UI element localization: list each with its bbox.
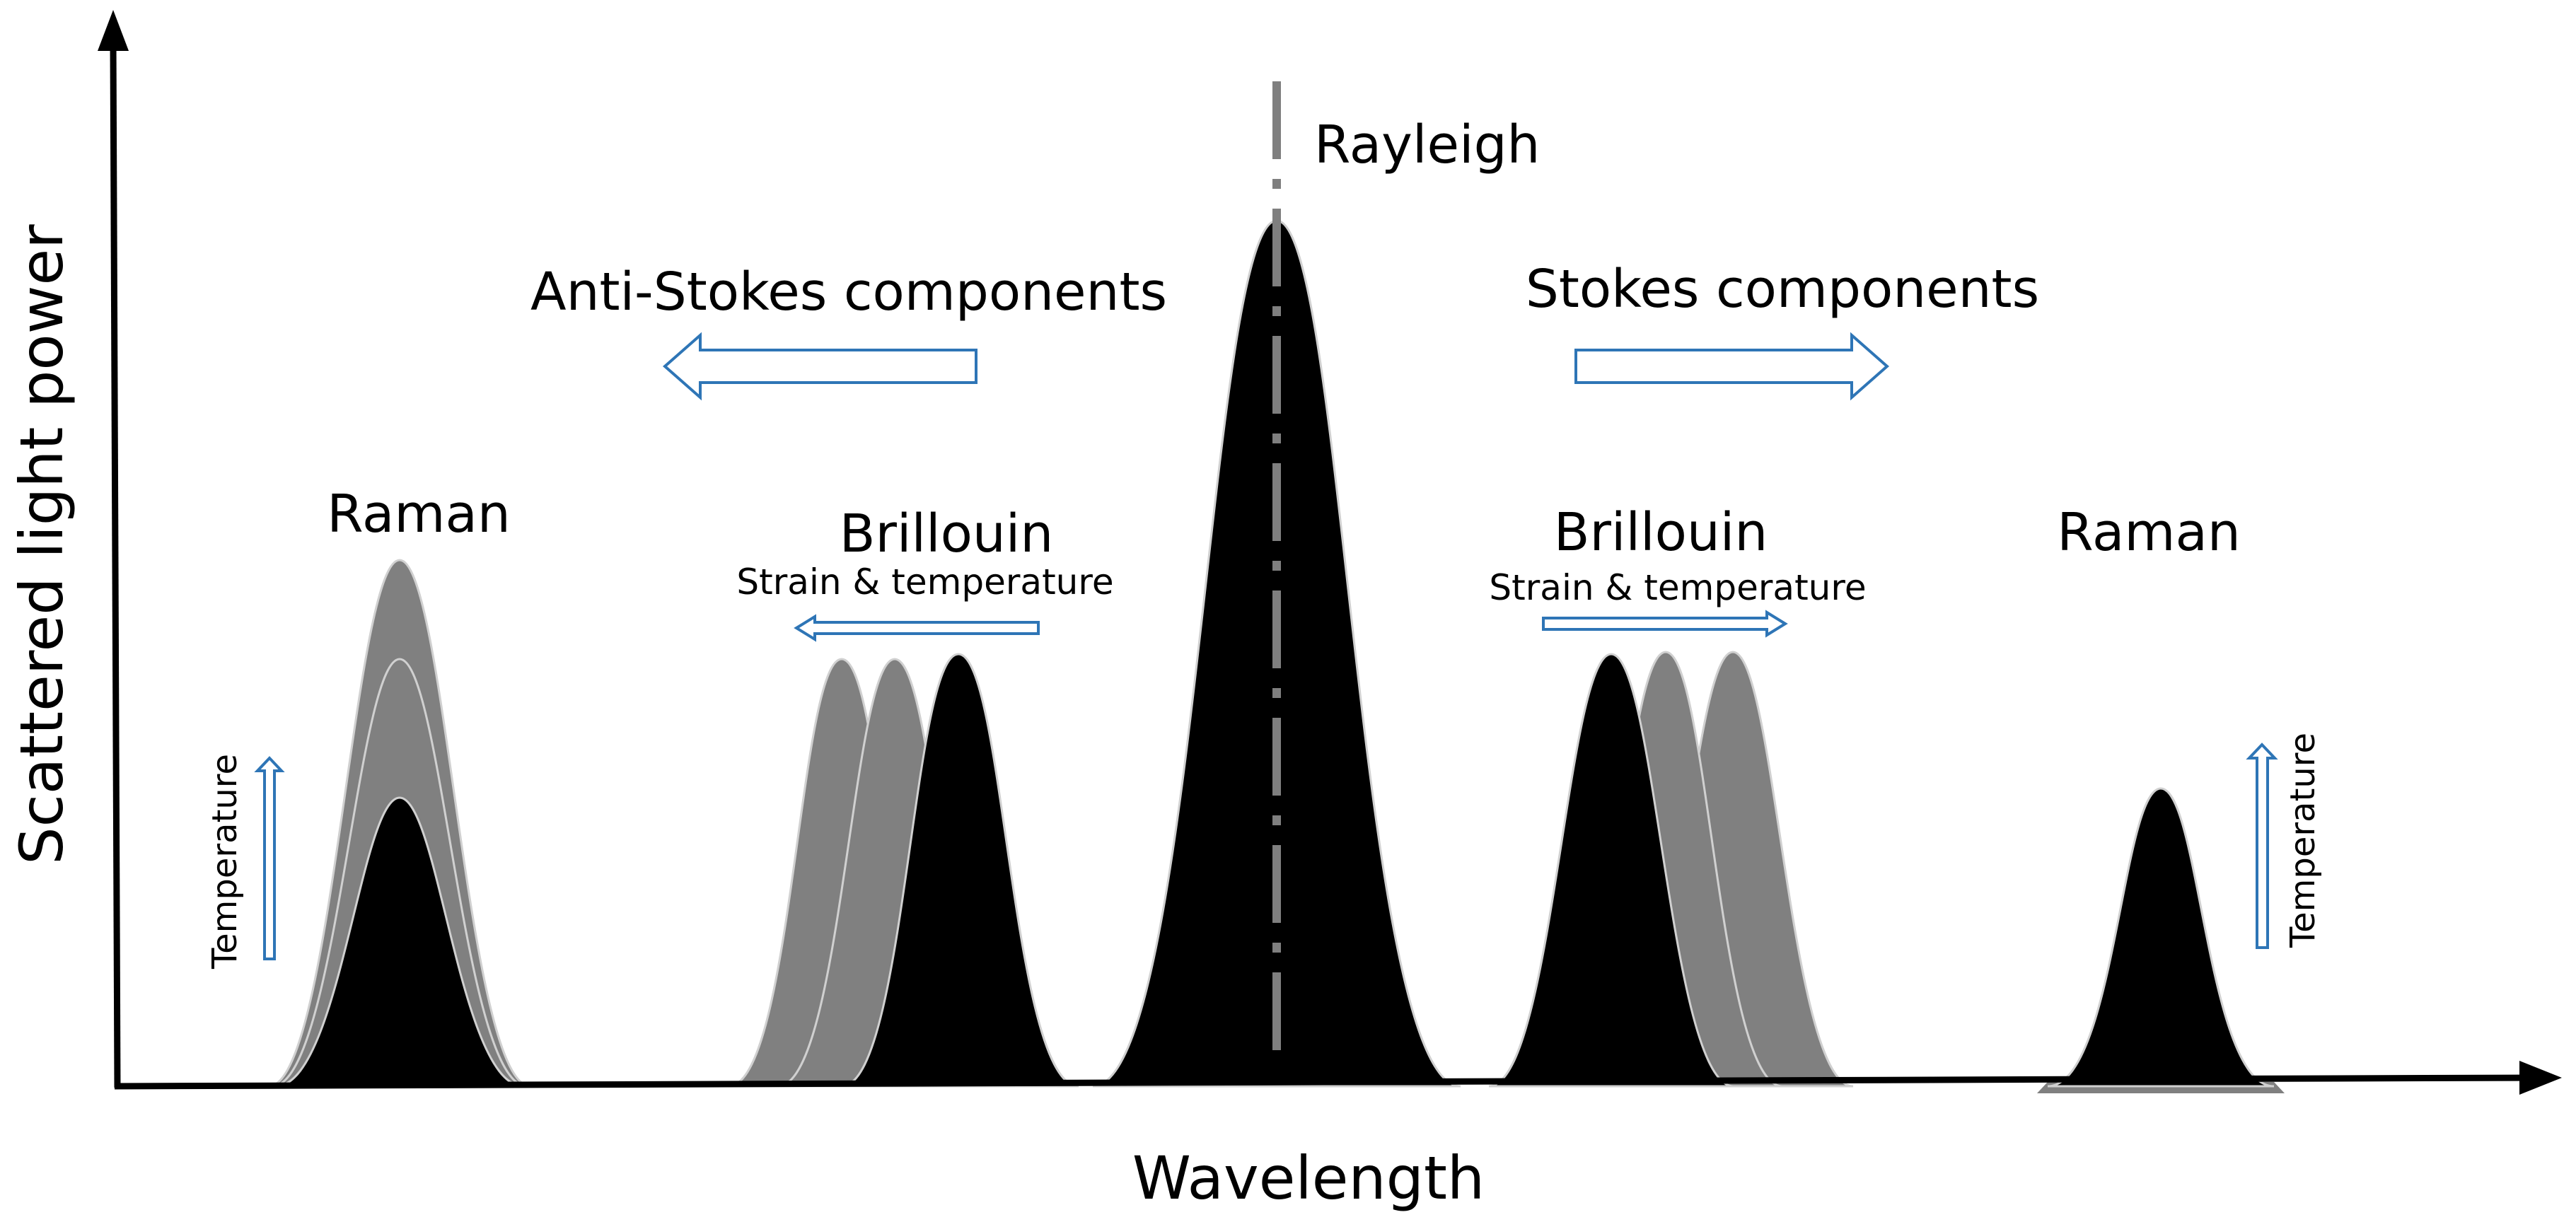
stokes-label: Stokes components — [1526, 259, 2039, 320]
x-axis-label: Wavelength — [1132, 1144, 1485, 1213]
y-axis-arrowhead — [98, 10, 129, 51]
brillouin-left-peak-3 — [841, 653, 1079, 1088]
raman-right-peak-shape — [2047, 787, 2275, 1088]
temperature-right-arrow — [2246, 743, 2278, 949]
temperature-left-arrow — [254, 756, 285, 960]
temperature-left-label: Temperature — [205, 754, 245, 970]
raman-left-label: Raman — [327, 484, 510, 545]
strain-temp-left-label: Strain & temperature — [736, 561, 1113, 603]
brillouin-left-peaks — [728, 653, 1079, 1088]
raman-right-label: Raman — [2057, 502, 2240, 563]
brillouin-right-peak-1 — [1488, 653, 1734, 1088]
y-axis-label: Scattered light power — [7, 224, 76, 865]
y-axis-line — [110, 42, 121, 1088]
x-axis-arrowhead — [2519, 1061, 2562, 1095]
raman-right-peak — [2037, 787, 2285, 1093]
anti-stokes-arrow — [662, 332, 977, 401]
stokes-arrow — [1574, 332, 1890, 401]
strain-temp-left-arrow — [794, 614, 1040, 642]
brillouin-right-peaks — [1488, 651, 1854, 1088]
raman-left-peak-low — [275, 796, 524, 1088]
temperature-right-label: Temperature — [2283, 733, 2323, 948]
x-axis-line — [114, 1074, 2529, 1090]
strain-temp-right-label: Strain & temperature — [1489, 567, 1866, 608]
anti-stokes-label: Anti-Stokes components — [530, 262, 1167, 322]
brillouin-left-label: Brillouin — [840, 504, 1054, 564]
axes — [98, 10, 2562, 1095]
arrows — [254, 332, 2278, 960]
rayleigh-label: Rayleigh — [1314, 115, 1540, 175]
strain-temp-right-arrow — [1542, 610, 1788, 638]
labels: Scattered light power Wavelength Rayleig… — [7, 115, 2323, 1213]
brillouin-right-label: Brillouin — [1554, 502, 1768, 563]
raman-left-peak — [268, 559, 531, 1088]
